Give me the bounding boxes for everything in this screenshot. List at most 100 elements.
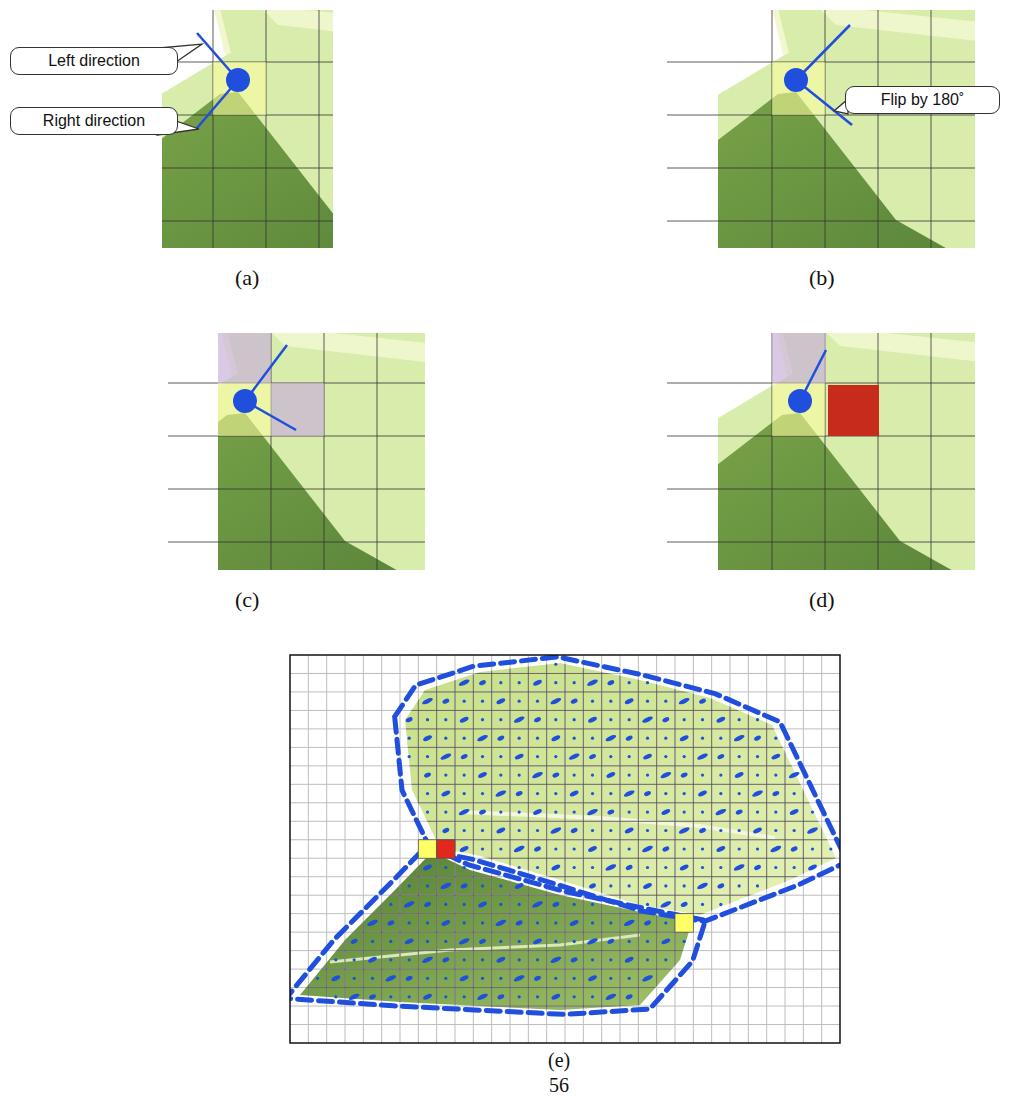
direction-mark bbox=[441, 790, 451, 798]
direction-mark bbox=[404, 937, 414, 945]
grid-line bbox=[638, 655, 639, 1043]
direction-mark bbox=[460, 753, 468, 760]
pixel-dot bbox=[784, 68, 808, 92]
direction-mark bbox=[609, 977, 612, 980]
grid-line bbox=[290, 802, 840, 803]
direction-mark bbox=[719, 792, 722, 795]
direction-mark bbox=[478, 938, 486, 945]
direction-mark bbox=[697, 790, 707, 798]
direction-mark bbox=[570, 956, 578, 963]
grid-line bbox=[931, 10, 932, 248]
direction-mark bbox=[463, 921, 466, 924]
grid-line bbox=[381, 655, 382, 1043]
direction-mark bbox=[442, 698, 450, 705]
direction-mark bbox=[756, 810, 759, 813]
direction-mark bbox=[716, 845, 726, 853]
direction-mark bbox=[664, 921, 667, 924]
grid-line bbox=[510, 655, 511, 1043]
direction-mark bbox=[683, 847, 686, 850]
direction-mark bbox=[316, 977, 319, 980]
dark-leaf bbox=[718, 92, 975, 248]
direction-mark bbox=[334, 958, 337, 961]
direction-mark bbox=[756, 884, 759, 887]
grid-line bbox=[748, 655, 749, 1043]
direction-mark bbox=[513, 845, 525, 854]
grid-line bbox=[290, 673, 840, 674]
direction-mark bbox=[518, 810, 521, 813]
direction-mark bbox=[569, 919, 579, 927]
direction-mark bbox=[646, 958, 649, 961]
grid-line bbox=[162, 221, 333, 222]
direction-mark bbox=[463, 995, 466, 998]
direction-mark bbox=[481, 829, 484, 832]
direction-mark bbox=[701, 866, 704, 869]
direction-mark bbox=[444, 718, 447, 721]
direction-mark bbox=[605, 863, 617, 872]
direction-mark bbox=[573, 995, 576, 998]
direction-mark bbox=[806, 826, 818, 835]
direction-mark bbox=[536, 866, 539, 869]
direction-mark bbox=[788, 771, 800, 780]
current-cell bbox=[213, 62, 266, 115]
grid-line bbox=[638, 655, 639, 1043]
grid-line bbox=[766, 655, 767, 1043]
direction-mark bbox=[624, 697, 634, 705]
direction-mark bbox=[738, 792, 741, 795]
direction-mark bbox=[481, 884, 484, 887]
direction-mark bbox=[478, 809, 486, 816]
direction-mark bbox=[408, 737, 411, 740]
direction-mark bbox=[628, 810, 631, 813]
grid-line bbox=[785, 655, 786, 1043]
direction-mark bbox=[554, 792, 557, 795]
direction-mark bbox=[499, 810, 502, 813]
leaf-vein bbox=[258, 10, 333, 50]
direction-mark bbox=[717, 753, 725, 760]
direction-mark bbox=[774, 810, 777, 813]
direction-mark bbox=[751, 789, 763, 798]
direction-mark bbox=[573, 810, 576, 813]
leaf-grid-panel bbox=[290, 655, 840, 1043]
grid-line bbox=[693, 655, 694, 1043]
grid-line bbox=[730, 655, 731, 1043]
grid-line bbox=[290, 858, 840, 859]
direction-mark bbox=[664, 829, 667, 832]
direction-mark bbox=[696, 752, 708, 761]
direction-mark bbox=[463, 866, 466, 869]
direction-mark bbox=[625, 993, 633, 1000]
direction-mark bbox=[366, 918, 378, 927]
direction-mark bbox=[533, 716, 541, 723]
direction-mark bbox=[770, 845, 782, 854]
direction-mark bbox=[701, 773, 704, 776]
panel-label: (d) bbox=[809, 588, 835, 612]
leaf-vein bbox=[820, 333, 975, 371]
direction-mark bbox=[403, 900, 415, 909]
direction-mark bbox=[531, 771, 543, 780]
direction-mark bbox=[605, 992, 617, 1001]
direction-mark bbox=[591, 700, 594, 703]
callout-text: Left direction bbox=[48, 52, 140, 70]
grid-line bbox=[565, 655, 566, 1043]
current-cell bbox=[772, 62, 825, 115]
direction-mark bbox=[641, 715, 653, 724]
direction-mark bbox=[389, 940, 392, 943]
direction-mark bbox=[661, 937, 671, 945]
direction-mark bbox=[605, 734, 617, 743]
direction-mark bbox=[518, 903, 521, 906]
direction-mark bbox=[497, 735, 505, 742]
direction-mark bbox=[499, 884, 502, 887]
direction-mark bbox=[353, 977, 356, 980]
direction-mark bbox=[646, 866, 649, 869]
grid-line bbox=[290, 932, 840, 933]
direction-mark bbox=[573, 977, 576, 980]
direction-mark bbox=[683, 940, 686, 943]
direction-mark bbox=[444, 995, 447, 998]
direction-mark bbox=[552, 901, 560, 908]
direction-mark bbox=[717, 882, 725, 889]
current-cell bbox=[218, 383, 271, 436]
direction-mark bbox=[701, 903, 704, 906]
leaf-crop-panel bbox=[115, 301, 505, 661]
direction-mark bbox=[570, 827, 578, 834]
direction-mark bbox=[734, 771, 744, 779]
direction-mark bbox=[738, 755, 741, 758]
grid-line bbox=[290, 932, 840, 933]
